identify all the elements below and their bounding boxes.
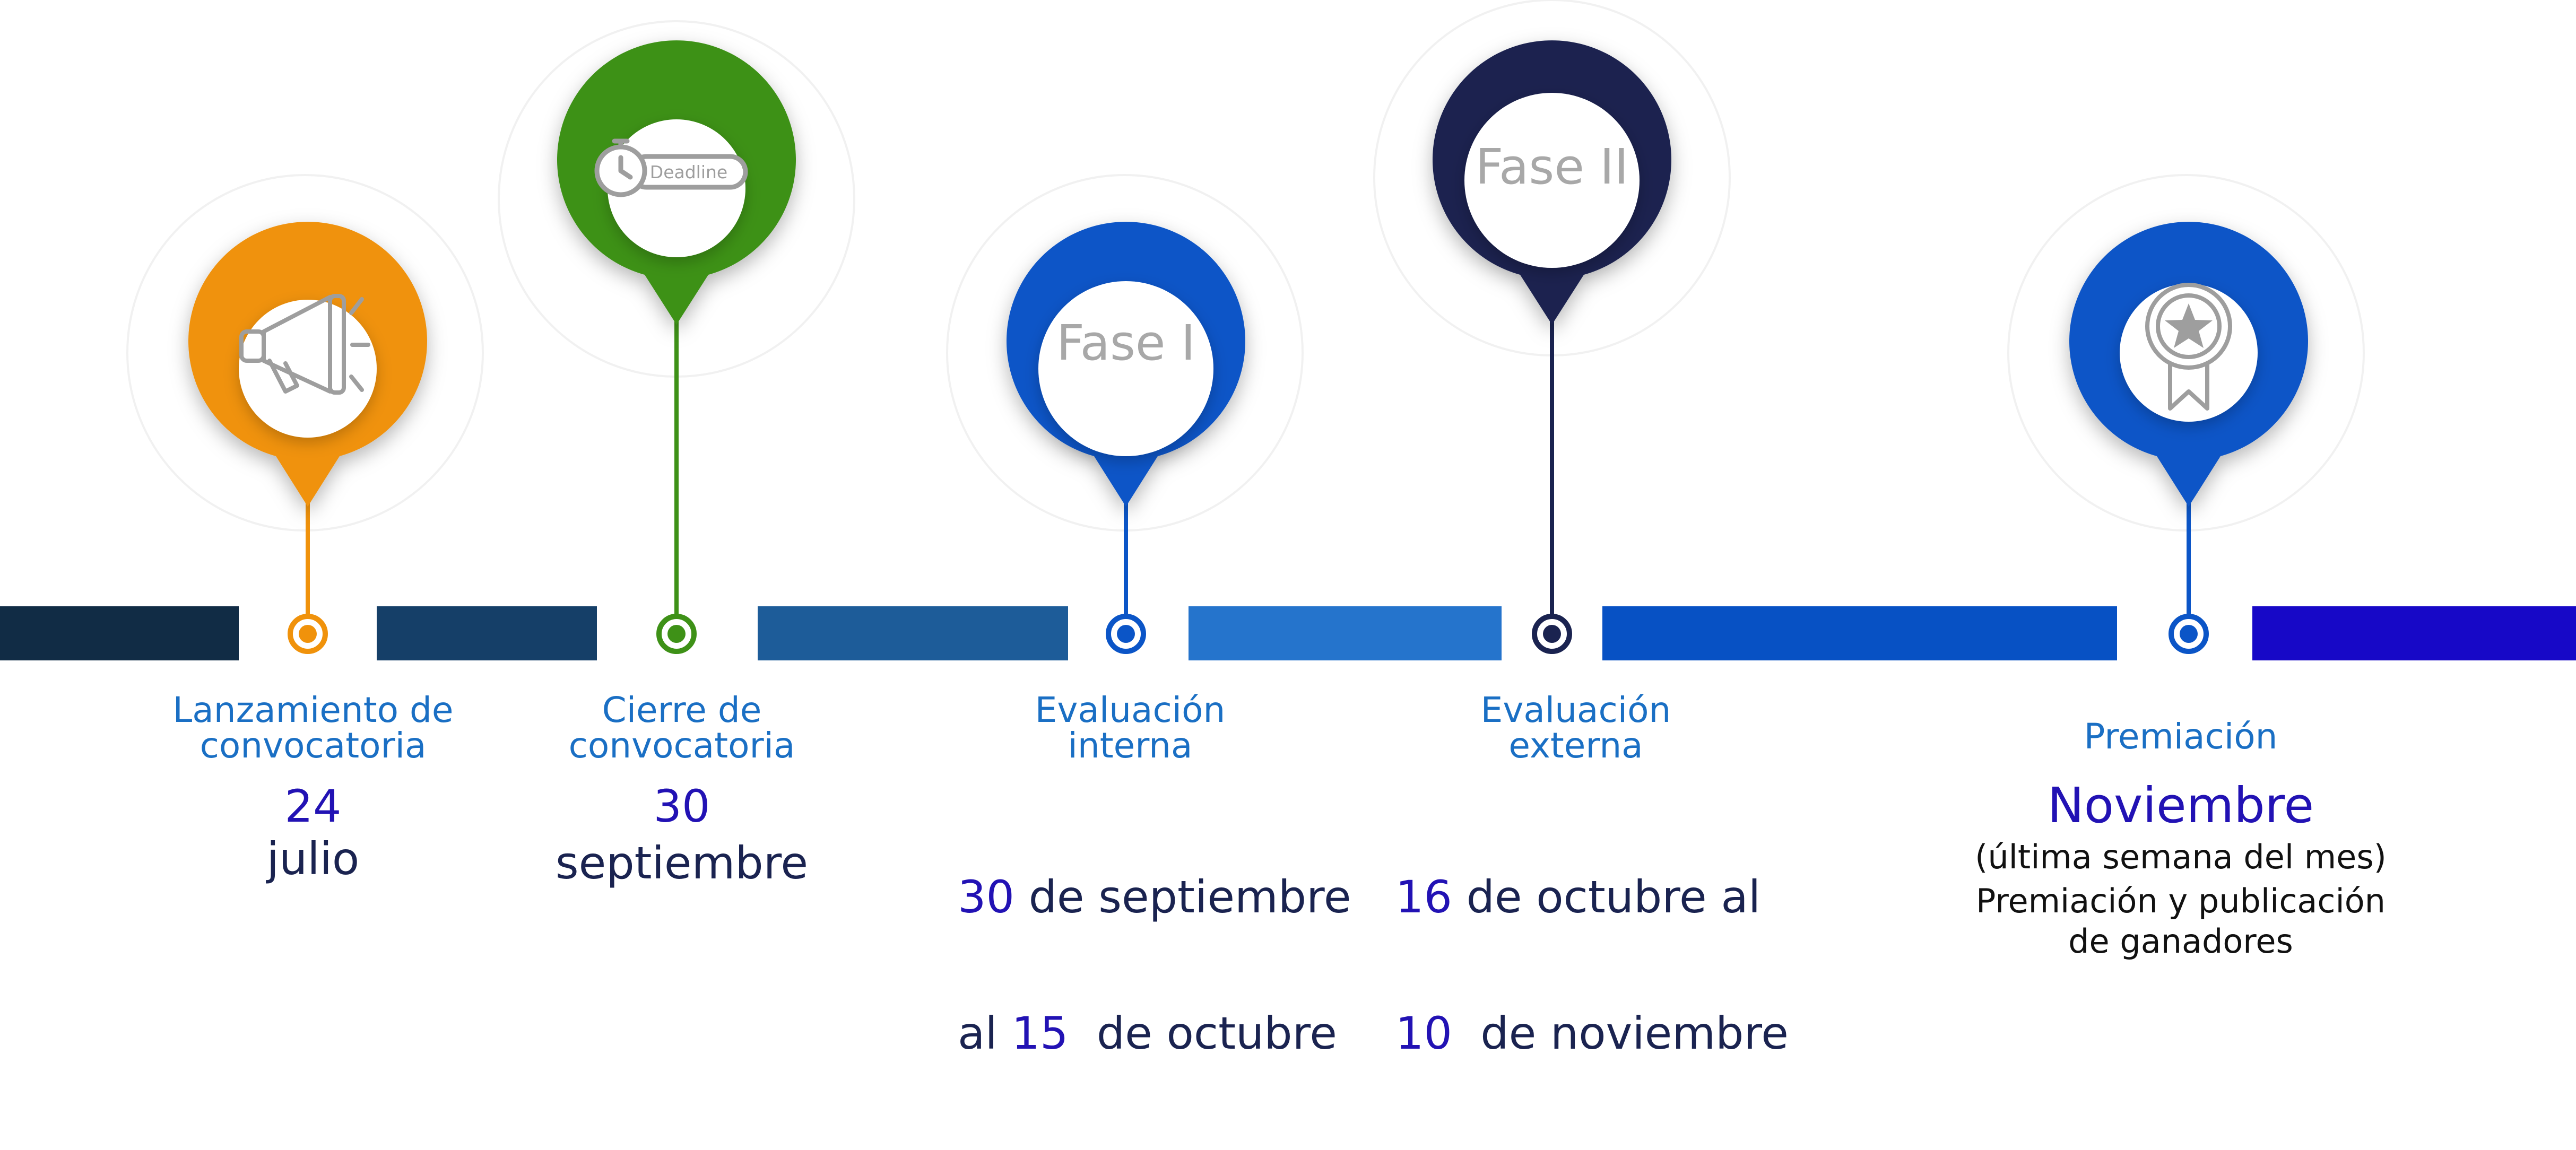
date-number: 15	[1011, 1007, 1069, 1059]
pin-fase-i: Fase I	[1006, 222, 1245, 654]
timeline-graphic: Deadline Fase I Fase II	[0, 0, 2576, 660]
date-number: 24	[284, 780, 342, 832]
timeline-node-dot	[1117, 625, 1135, 643]
pin-inner-circle	[239, 300, 377, 438]
event-description: Premiación y publicación de ganadores	[1976, 882, 2386, 961]
timeline-segment	[377, 606, 597, 660]
timeline-segment	[0, 606, 239, 660]
fase-i-text: Fase I	[1056, 315, 1195, 371]
event-date: 16 de octubre al 10 de noviembre	[1395, 870, 1789, 1059]
event-deadline: Cierre de convocatoria 30 septiembre	[517, 692, 846, 886]
timeline-node-dot	[667, 625, 686, 643]
event-date: 24 julio	[133, 780, 493, 882]
stopwatch-icon	[594, 138, 748, 197]
date-number: 30	[958, 870, 1014, 923]
event-title: Cierre de convocatoria	[568, 690, 795, 766]
award-ribbon-icon	[2145, 283, 2232, 411]
pin-launch	[188, 222, 428, 654]
timeline-segment	[1602, 606, 2117, 660]
pin-fase-ii: Fase II	[1433, 40, 1671, 654]
date-number: 10	[1395, 1007, 1452, 1059]
event-note: (última semana del mes)	[1975, 838, 2387, 877]
megaphone-icon	[239, 294, 370, 395]
timeline-segment	[2252, 606, 2576, 660]
timeline-node-dot	[2180, 625, 2198, 643]
pin-deadline: Deadline	[557, 40, 796, 654]
date-number: 30	[653, 780, 710, 832]
date-number: 16	[1395, 870, 1452, 923]
pin-award	[2069, 222, 2308, 654]
pin-halo	[126, 174, 484, 532]
timeline-node-dot	[299, 625, 317, 643]
event-date: Noviembre	[2047, 777, 2314, 834]
pin-inner-circle	[1038, 281, 1213, 456]
pin-inner-circle	[1464, 93, 1640, 268]
event-fase-i: Evaluación interna 30 de septiembre al 1…	[939, 690, 1351, 1147]
event-title: Lanzamiento de convocatoria	[172, 690, 454, 766]
fase-ii-text: Fase II	[1476, 138, 1629, 195]
event-title: Evaluación interna	[1035, 690, 1226, 766]
timeline-segment	[758, 606, 1068, 660]
event-launch: Lanzamiento de convocatoria 24 julio	[133, 692, 493, 882]
deadline-icon-text: Deadline	[650, 162, 727, 182]
event-title: Premiación	[2084, 716, 2278, 757]
event-fase-ii: Evaluación externa 16 de octubre al 10 d…	[1380, 690, 1789, 1147]
pin-halo	[2007, 174, 2365, 532]
event-date: 30 septiembre	[517, 780, 846, 886]
event-date: 30 de septiembre al 15 de octubre	[958, 870, 1351, 1059]
timeline-node-dot	[1543, 625, 1561, 643]
event-title: Evaluación externa	[1480, 690, 1671, 766]
timeline-segment	[1189, 606, 1502, 660]
event-award: Premiación Noviembre (última semana del …	[1942, 719, 2419, 958]
